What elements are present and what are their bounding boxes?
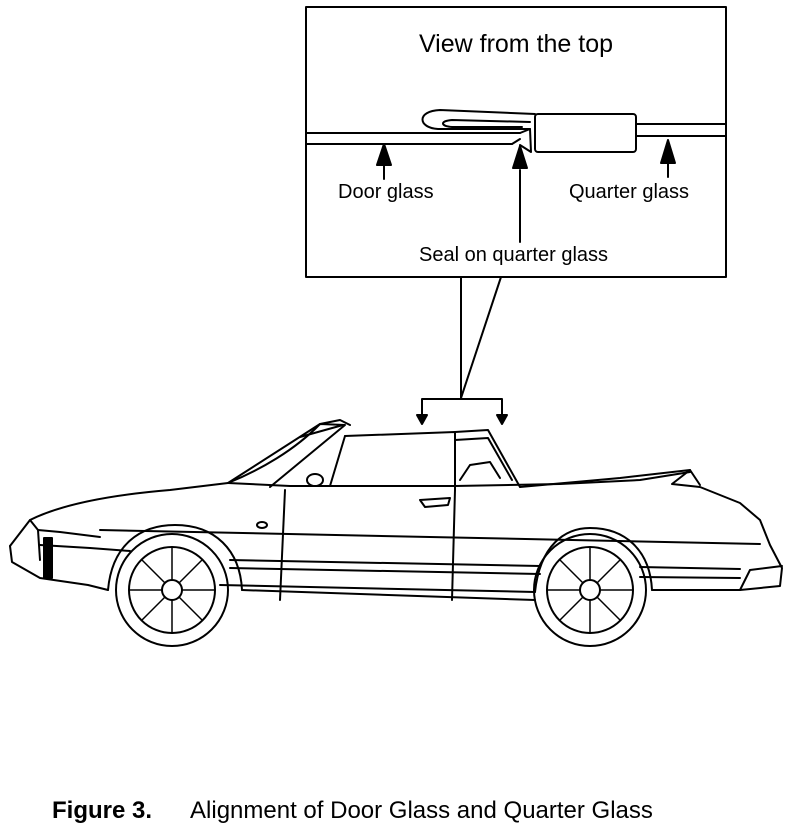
pointer-arrows — [376, 139, 676, 243]
rear-wheel — [533, 533, 647, 647]
inset-box — [305, 6, 727, 278]
seal-label: Seal on quarter glass — [419, 244, 609, 266]
car-illustration — [9, 398, 783, 601]
inset-title: View from the top — [418, 30, 614, 58]
figure-caption-text: Alignment of Door Glass and Quarter Glas… — [190, 797, 653, 824]
figure-number: Figure 3. — [52, 797, 153, 824]
figure-caption: Figure 3. Alignment of Door Glass and Qua… — [52, 797, 653, 825]
leader-lines — [460, 276, 502, 399]
quarter-glass-label: Quarter glass — [569, 181, 690, 203]
door-glass-label: Door glass — [338, 181, 434, 203]
glass-cross-section — [306, 109, 727, 153]
front-wheel — [115, 533, 229, 647]
